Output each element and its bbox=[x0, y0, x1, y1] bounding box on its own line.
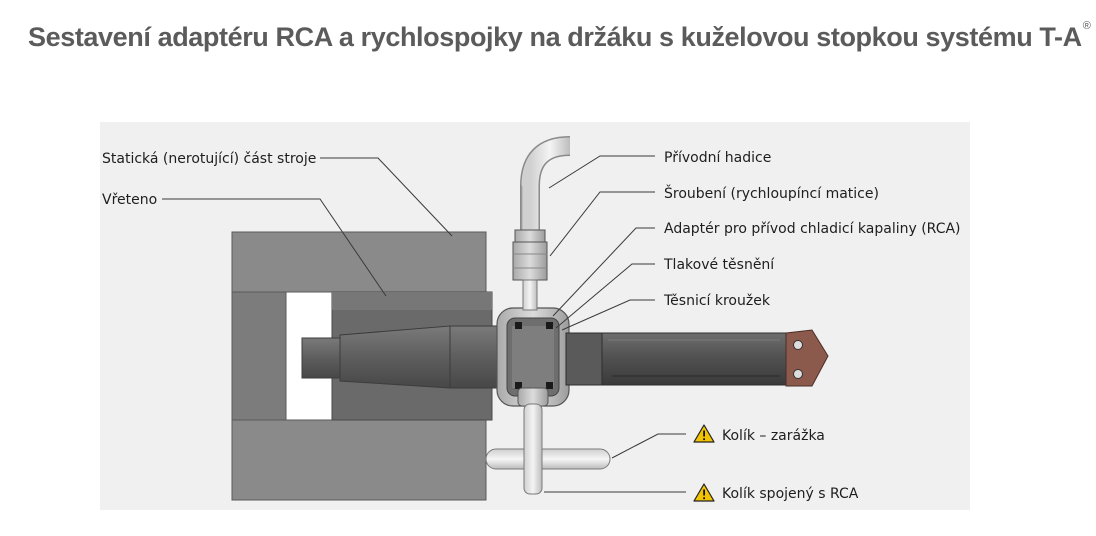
cutting-tool bbox=[565, 332, 797, 386]
tapered-shank bbox=[301, 325, 499, 389]
label-supply-hose: Přívodní hadice bbox=[664, 150, 771, 166]
label-rca-pin: Kolík spojený s RCA bbox=[722, 486, 859, 502]
rca-adapter-body bbox=[496, 307, 570, 407]
label-rca-adapter: Adaptér pro přívod chladicí kapaliny (RC… bbox=[664, 221, 961, 237]
stop-pin bbox=[485, 448, 611, 470]
label-fitting: Šroubení (rychloupíncí matice) bbox=[664, 184, 879, 202]
page-title: Sestavení adaptéru RCA a rychlospojky na… bbox=[28, 20, 1091, 52]
registered-mark: ® bbox=[1082, 20, 1091, 32]
supply-hose bbox=[520, 136, 571, 230]
label-stop-pin: Kolík – zarážka bbox=[722, 428, 825, 444]
cutting-insert bbox=[785, 329, 829, 387]
label-seal-ring: Těsnicí kroužek bbox=[663, 293, 771, 309]
fitting-nut bbox=[512, 229, 548, 311]
warning-triangle-icon bbox=[693, 483, 715, 502]
label-static-part: Statická (nerotující) část stroje bbox=[102, 151, 316, 167]
label-pressure-seal: Tlakové těsnění bbox=[663, 257, 775, 273]
leader-lines bbox=[162, 155, 686, 493]
rca-pin bbox=[523, 403, 543, 495]
warning-triangle-icon bbox=[693, 424, 715, 443]
label-spindle: Vřeteno bbox=[102, 192, 157, 208]
